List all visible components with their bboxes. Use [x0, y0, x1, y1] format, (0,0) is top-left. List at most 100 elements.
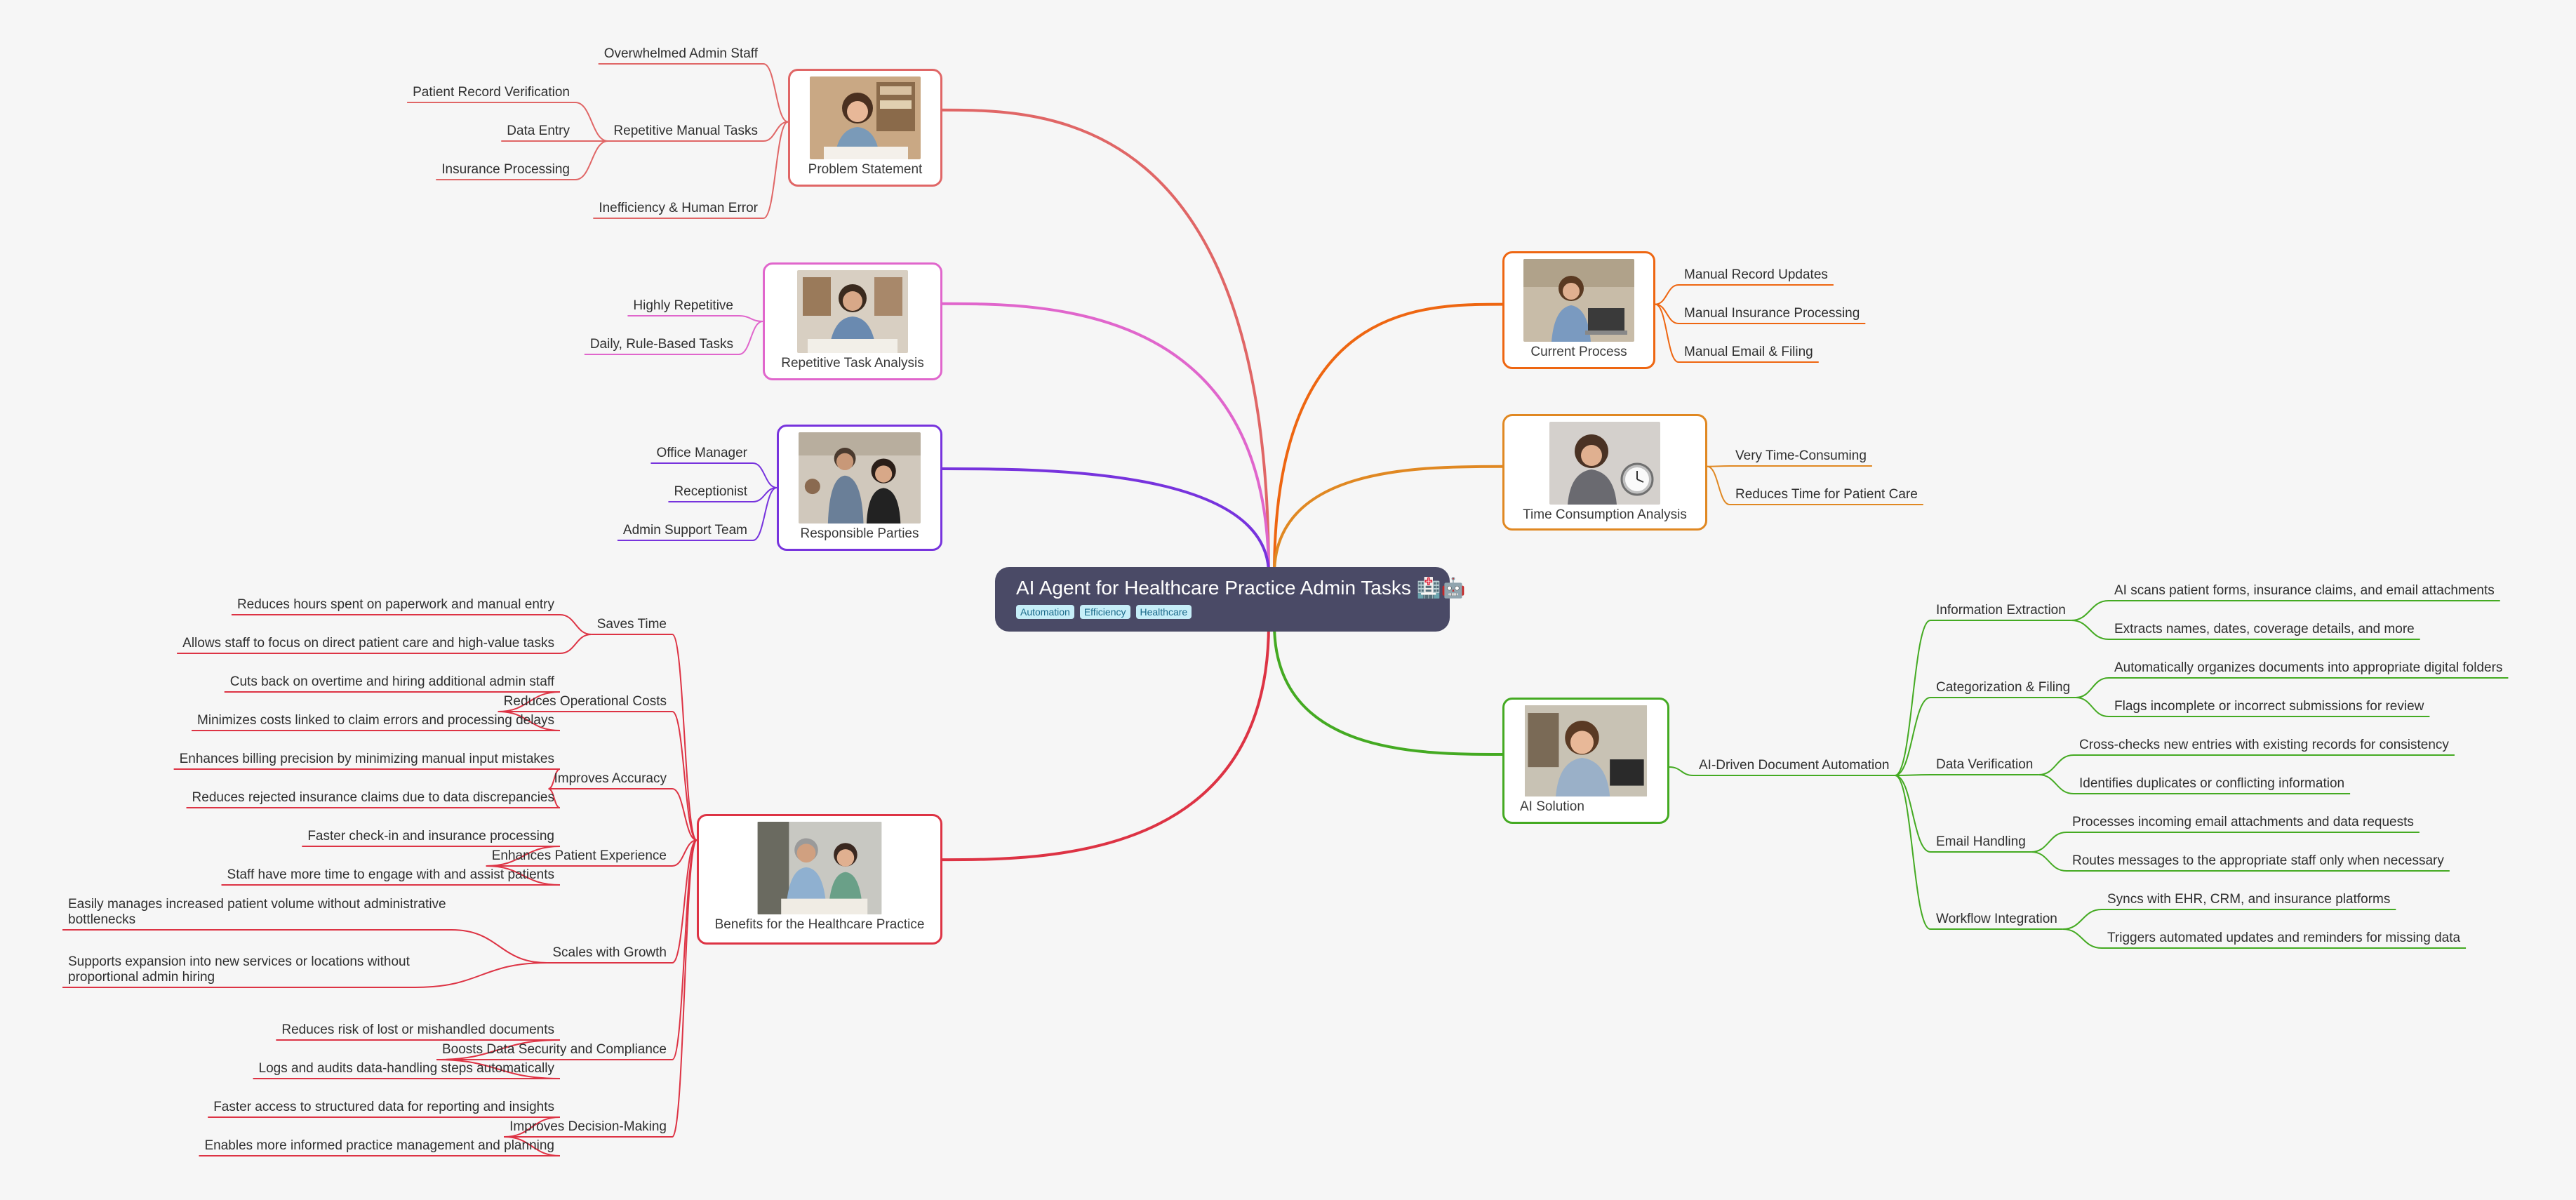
tag-healthcare[interactable]: Healthcare [1135, 605, 1192, 619]
benefit-item-4-1[interactable]: Supports expansion into new services or … [68, 954, 410, 985]
doctor-and-patient-photo [757, 822, 882, 914]
solution-group-1[interactable]: Categorization & Filing [1936, 680, 2071, 695]
benefit-group-1[interactable]: Reduces Operational Costs [503, 694, 667, 709]
office-team-photo [799, 432, 921, 524]
benefit-item-6-0[interactable]: Faster access to structured data for rep… [213, 1100, 554, 1114]
solution-item-2-1[interactable]: Identifies duplicates or conflicting inf… [2079, 776, 2345, 791]
benefit-group-6[interactable]: Improves Decision-Making [509, 1119, 667, 1134]
solution-item-0-0[interactable]: AI scans patient forms, insurance claims… [2114, 583, 2495, 598]
connector-solution-item-3-0 [2031, 832, 2420, 853]
benefit-group-2[interactable]: Improves Accuracy [554, 771, 667, 786]
connector-solution-group-3 [1895, 775, 2031, 853]
ai-solution-card[interactable]: AI Solution [1502, 698, 1669, 824]
solution-item-2-0[interactable]: Cross-checks new entries with existing r… [2079, 738, 2449, 752]
leaf-highly-repetitive[interactable]: Highly Repetitive [633, 298, 733, 313]
smiling-assistant-photo [1524, 705, 1648, 796]
current-process-caption: Current Process [1530, 345, 1627, 359]
tired-woman-clock-photo [1549, 422, 1660, 505]
connector-solution-item-4-0 [2062, 909, 2396, 930]
leaf-data-entry[interactable]: Data Entry [507, 124, 570, 138]
benefit-item-5-1[interactable]: Logs and audits data-handling steps auto… [258, 1061, 554, 1076]
problem-statement-card[interactable]: Problem Statement [788, 69, 942, 187]
leaf-receptionist[interactable]: Receptionist [674, 484, 747, 499]
leaf-daily-rule-based-tasks[interactable]: Daily, Rule-Based Tasks [589, 337, 733, 352]
stressed-admin-photo [810, 76, 921, 159]
solution-item-3-0[interactable]: Processes incoming email attachments and… [2072, 815, 2414, 829]
benefit-item-1-0[interactable]: Cuts back on overtime and hiring additio… [229, 674, 554, 689]
leaf-manual-record-updates[interactable]: Manual Record Updates [1684, 267, 1828, 282]
ai-driven-document-automation[interactable]: AI-Driven Document Automation [1699, 758, 1890, 773]
leaf-insurance-processing[interactable]: Insurance Processing [441, 162, 570, 177]
leaf-repetitive-manual-tasks[interactable]: Repetitive Manual Tasks [613, 124, 758, 138]
leaf-office-manager[interactable]: Office Manager [656, 446, 747, 460]
connector-leaf-manual-email-filing [1655, 303, 1819, 363]
leaf-manual-insurance-processing[interactable]: Manual Insurance Processing [1684, 306, 1860, 321]
benefits-card[interactable]: Benefits for the Healthcare Practice [697, 814, 942, 945]
connector-benefit-group-2 [548, 788, 698, 841]
root-node[interactable]: AI Agent for Healthcare Practice Admin T… [995, 567, 1466, 632]
solution-group-0[interactable]: Information Extraction [1936, 603, 2066, 618]
connector-solution-item-3-1 [2031, 851, 2450, 872]
solution-item-3-1[interactable]: Routes messages to the appropriate staff… [2072, 853, 2444, 868]
branch-time [1273, 465, 1503, 575]
benefit-item-3-1[interactable]: Staff have more time to engage with and … [227, 867, 554, 882]
solution-group-3[interactable]: Email Handling [1936, 834, 2026, 849]
solution-item-4-1[interactable]: Triggers automated updates and reminders… [2107, 931, 2461, 945]
solution-item-0-1[interactable]: Extracts names, dates, coverage details,… [2114, 622, 2415, 636]
leaf-admin-support-team[interactable]: Admin Support Team [622, 523, 747, 538]
benefit-item-2-1[interactable]: Reduces rejected insurance claims due to… [192, 790, 554, 805]
connector-solution-item-0-1 [2071, 620, 2420, 640]
connector-solution-group-1 [1895, 697, 2076, 776]
solution-item-1-0[interactable]: Automatically organizes documents into a… [2114, 660, 2503, 675]
benefit-group-4[interactable]: Scales with Growth [552, 945, 667, 960]
leaf-reduces-time-for-patient-care[interactable]: Reduces Time for Patient Care [1735, 487, 1918, 502]
solution-item-4-0[interactable]: Syncs with EHR, CRM, and insurance platf… [2107, 892, 2391, 907]
problem-statement-caption: Problem Statement [808, 162, 923, 177]
benefit-item-0-0[interactable]: Reduces hours spent on paperwork and man… [236, 597, 554, 612]
connector-benefit-item-1-1 [192, 711, 561, 731]
leaf-overwhelmed-admin-staff[interactable]: Overwhelmed Admin Staff [603, 46, 758, 61]
connector-leaf-receptionist [668, 487, 778, 502]
branch-solution [1273, 624, 1503, 756]
benefit-group-0[interactable]: Saves Time [596, 617, 667, 632]
connector-leaf-office-manager [650, 462, 778, 488]
leaf-manual-email-filing[interactable]: Manual Email & Filing [1684, 345, 1813, 359]
benefit-group-5[interactable]: Boosts Data Security and Compliance [442, 1042, 667, 1057]
connector-benefit-item-3-1 [221, 865, 561, 886]
branch-responsible [942, 467, 1270, 575]
leaf-very-time-consuming[interactable]: Very Time-Consuming [1735, 448, 1867, 463]
benefit-item-3-0[interactable]: Faster check-in and insurance processing [307, 829, 554, 844]
benefit-item-6-1[interactable]: Enables more informed practice managemen… [204, 1138, 554, 1153]
connector-leaf-manual-record-updates [1655, 284, 1834, 305]
time-consumption-card[interactable]: Time Consumption Analysis [1502, 414, 1707, 531]
connector-benefit-group-6 [504, 839, 698, 1138]
benefit-item-5-0[interactable]: Reduces risk of lost or mishandled docum… [281, 1022, 554, 1037]
tag-automation[interactable]: Automation [1016, 605, 1074, 619]
connector-benefit-item-0-1 [177, 634, 592, 654]
benefits-caption: Benefits for the Healthcare Practice [714, 917, 925, 932]
connector-benefit-group-1 [498, 711, 698, 841]
tag-efficiency[interactable]: Efficiency [1079, 605, 1130, 619]
leaf-inefficiency-human-error[interactable]: Inefficiency & Human Error [599, 201, 758, 215]
benefit-group-3[interactable]: Enhances Patient Experience [491, 848, 667, 863]
connector-benefit-item-4-0 [62, 929, 547, 964]
root-title: AI Agent for Healthcare Practice Admin T… [1016, 577, 1466, 599]
benefit-item-4-0[interactable]: Easily manages increased patient volume … [68, 897, 446, 927]
connector-leaf-manual-insurance-processing [1655, 303, 1866, 324]
solution-group-2[interactable]: Data Verification [1936, 757, 2034, 772]
connector-benefit-item-5-1 [253, 1059, 561, 1079]
benefit-item-0-1[interactable]: Allows staff to focus on direct patient … [182, 636, 554, 651]
solution-group-4[interactable]: Workflow Integration [1936, 912, 2057, 926]
current-process-card[interactable]: Current Process [1502, 251, 1655, 369]
solution-item-1-1[interactable]: Flags incomplete or incorrect submission… [2114, 699, 2424, 714]
branch-repetitive [942, 302, 1270, 575]
responsible-parties-card[interactable]: Responsible Parties [777, 425, 942, 551]
connector-solution-group-0 [1895, 620, 2071, 776]
leaf-patient-record-verification[interactable]: Patient Record Verification [413, 85, 570, 100]
repetitive-task-analysis-card[interactable]: Repetitive Task Analysis [763, 262, 942, 380]
connector-benefit-group-0 [591, 634, 698, 841]
benefit-item-2-0[interactable]: Enhances billing precision by minimizing… [179, 752, 554, 766]
benefit-item-1-1[interactable]: Minimizes costs linked to claim errors a… [197, 713, 554, 728]
connector-leaf-daily-rule-based-tasks [584, 321, 763, 355]
